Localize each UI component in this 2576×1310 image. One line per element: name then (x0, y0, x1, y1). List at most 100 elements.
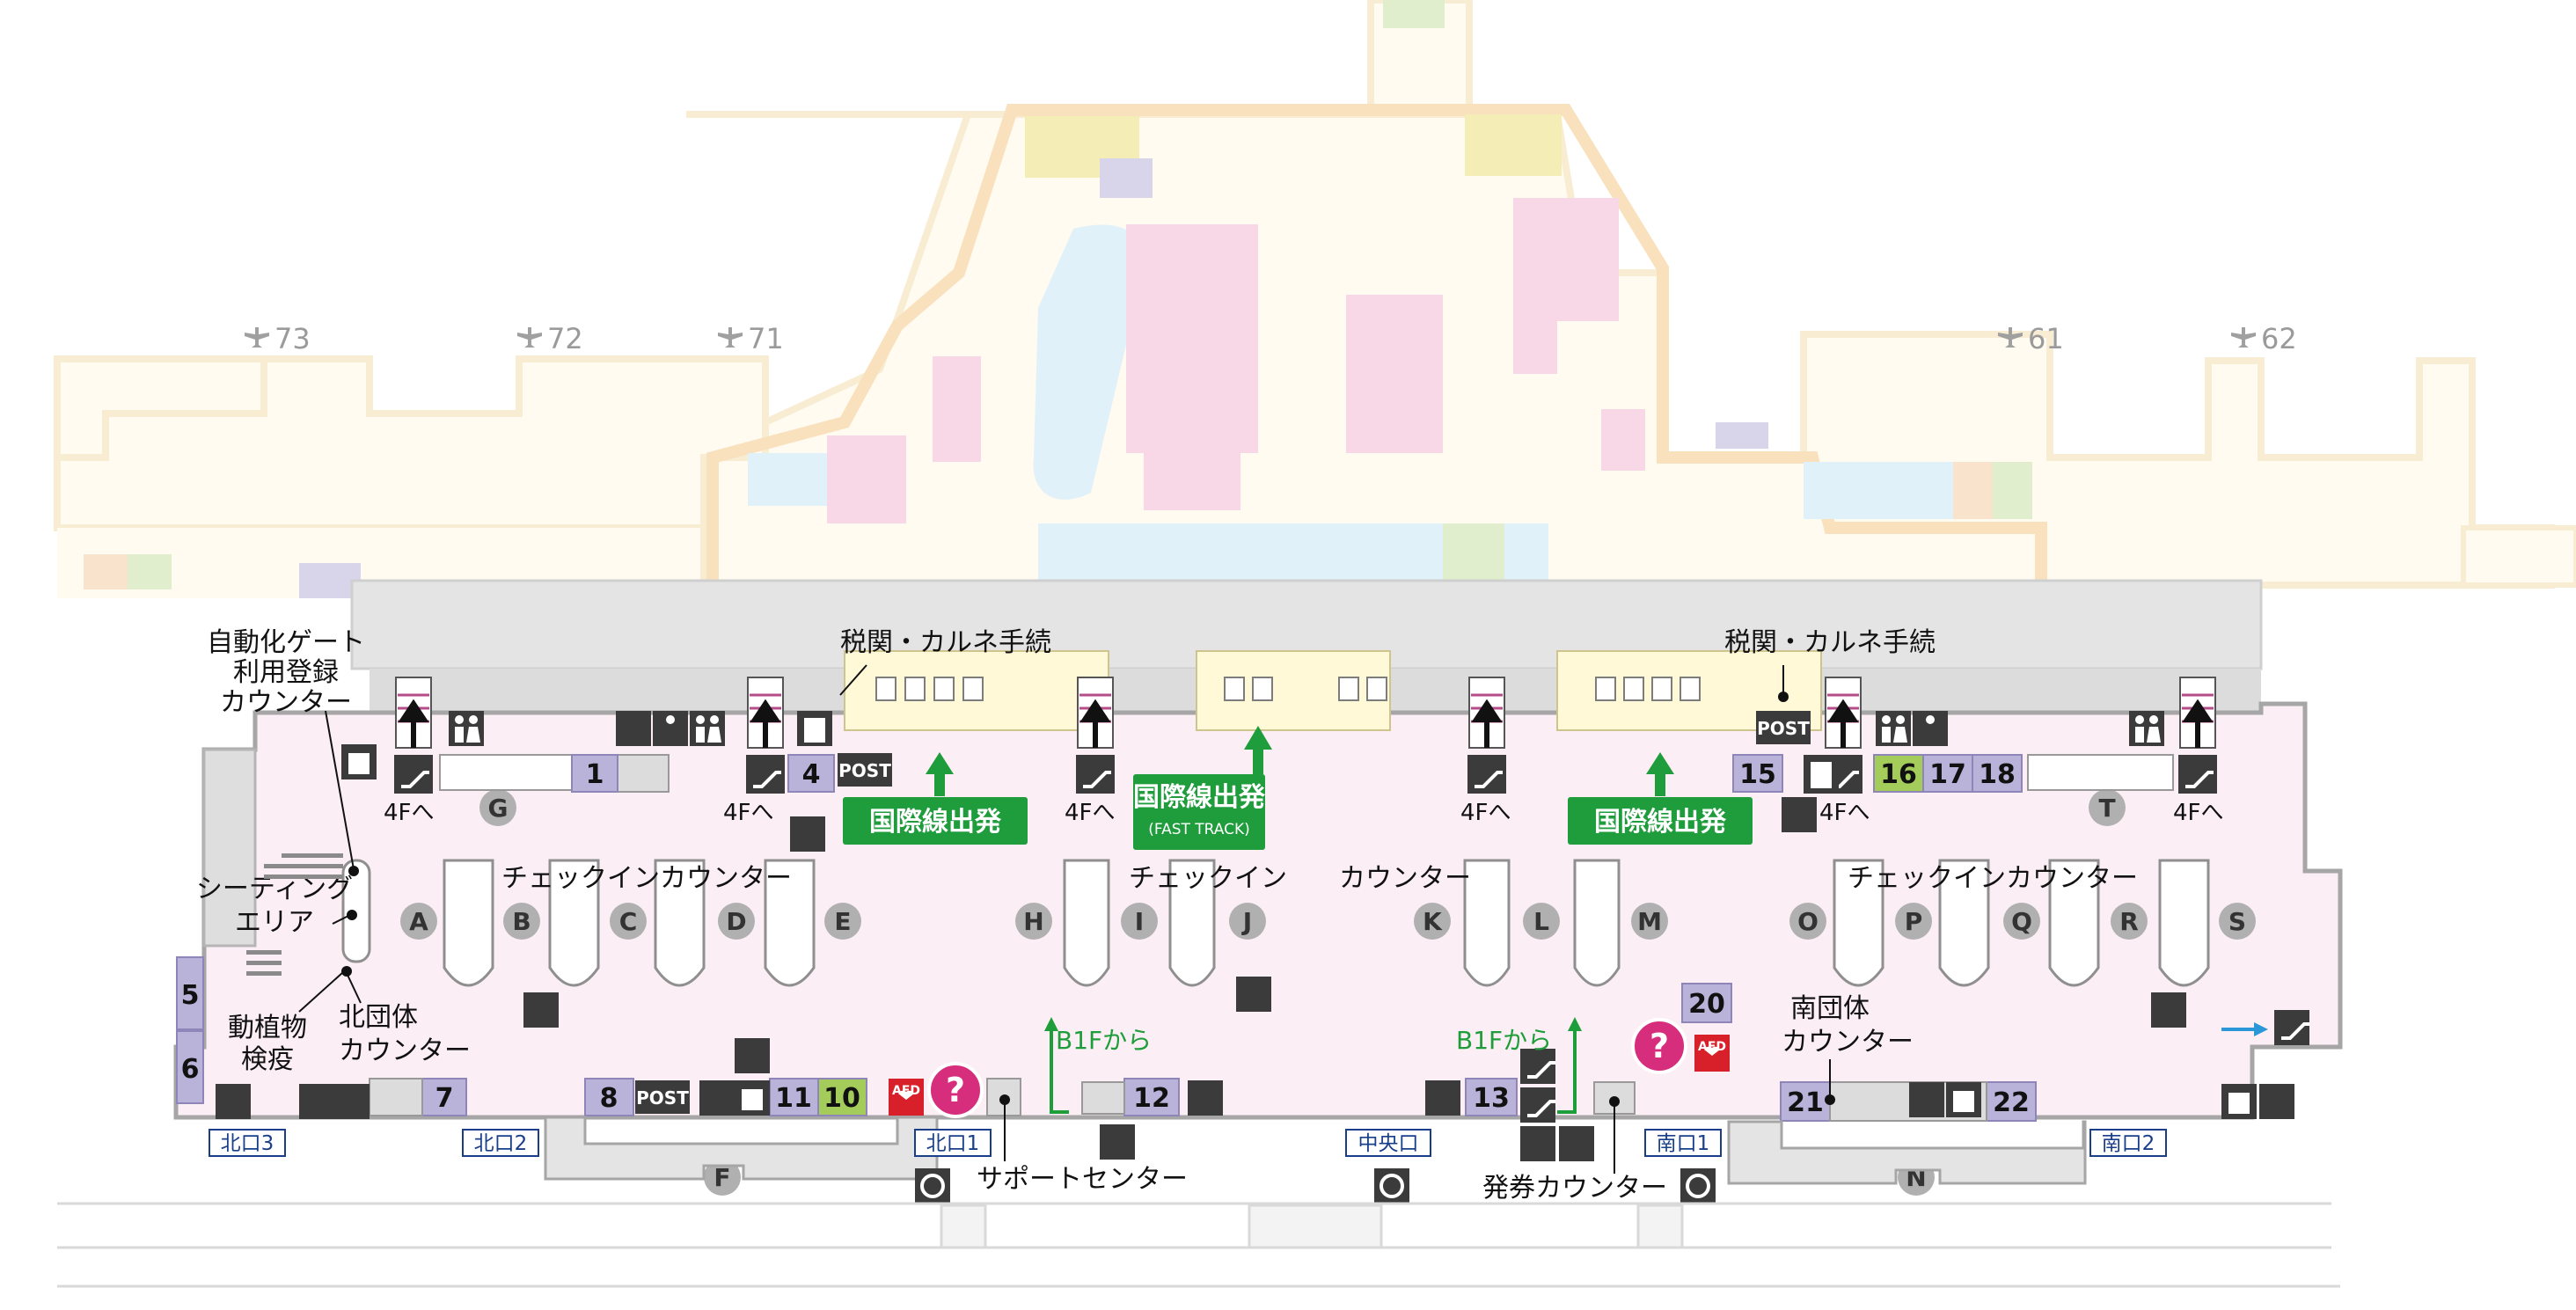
customs-label: 税関・カルネ手続 (1724, 627, 1936, 658)
counter-11[interactable]: 11 (775, 1083, 812, 1114)
roadway (57, 1202, 2340, 1288)
row-marker-d[interactable]: D (726, 907, 746, 936)
info-icon[interactable] (1631, 1018, 1687, 1074)
support-center-label: サポートセンター (977, 1164, 1188, 1195)
counter-18[interactable]: 18 (1979, 759, 2016, 790)
row-marker-o[interactable]: O (1797, 907, 1819, 936)
exit-central[interactable] (1345, 1129, 1431, 1157)
counter-13[interactable]: 13 (1473, 1083, 1510, 1114)
upper-level (54, 0, 2576, 675)
counter-15[interactable]: 15 (1739, 759, 1776, 790)
checkin-islands (341, 859, 2210, 987)
counter-10[interactable]: 10 (823, 1083, 860, 1114)
to-4f-label: 4Fへ (723, 800, 774, 826)
info-aed: ? ? AED AED (889, 1018, 1730, 1118)
intl-departure-sign[interactable] (843, 797, 1028, 845)
entrances: 北口3 北口2 北口1 中央口 南口1 南口2 (209, 1129, 2167, 1157)
row-marker-a[interactable]: A (409, 907, 428, 936)
currency-exchange-icon (790, 816, 825, 852)
counter-n-area (1727, 1120, 2087, 1185)
departure-exits: 国際線出発 国際線出発 (FAST TRACK) 国際線出発 (843, 726, 1753, 850)
intl-departure-label: 国際線出発 (1594, 807, 1727, 838)
atm-icon (1188, 1080, 1223, 1116)
counter-21[interactable]: 21 (1787, 1087, 1824, 1118)
post-label: POST (1757, 718, 1810, 739)
row-marker-i[interactable]: I (1135, 907, 1144, 936)
currency-exchange-icon (1782, 797, 1817, 832)
exit-north2[interactable] (462, 1129, 539, 1157)
escalator-icon (2274, 1010, 2309, 1045)
counter-16[interactable]: 16 (1880, 759, 1917, 790)
row-marker-e[interactable]: E (834, 907, 851, 936)
exit-south1[interactable] (1644, 1129, 1722, 1157)
atm-icon (699, 1080, 735, 1116)
counter-4[interactable]: 4 (802, 759, 821, 790)
from-b1f-label: B1Fから (1056, 1026, 1152, 1055)
row-marker-l[interactable]: L (1533, 907, 1549, 936)
numbered-counters: 1 4 5 6 7 8 11 10 12 13 15 16 17 18 20 2… (176, 754, 2174, 1122)
row-marker-g[interactable]: G (488, 794, 509, 823)
counter-22[interactable]: 22 (1993, 1087, 2030, 1118)
counter-5[interactable]: 5 (181, 980, 200, 1011)
intl-departure-sign[interactable] (1568, 797, 1753, 845)
row-marker-r[interactable]: R (2119, 907, 2139, 936)
baggage-icon (299, 1084, 334, 1119)
counter-17[interactable]: 17 (1929, 759, 1966, 790)
checkin-counter-label: チェックインカウンター (1848, 863, 2138, 894)
intl-departure-label: 国際線出発 (869, 807, 1002, 838)
counter-7[interactable]: 7 (435, 1083, 454, 1114)
to-4f-label: 4Fへ (1819, 800, 1870, 826)
row-marker-m[interactable]: M (1637, 907, 1662, 936)
aed-label: AED (892, 1084, 920, 1098)
exit-north3[interactable] (209, 1129, 286, 1157)
row-marker-f[interactable]: F (714, 1163, 730, 1192)
north-group-label: カウンター (339, 1036, 471, 1066)
exit-south2[interactable] (2089, 1129, 2167, 1157)
post-label: POST (838, 760, 891, 781)
row-marker-c[interactable]: C (619, 907, 638, 936)
baggage-wrap-icon (735, 1038, 770, 1073)
exit-label: 北口1 (926, 1132, 980, 1155)
fast-track-sign[interactable] (1133, 774, 1265, 850)
counter-20[interactable]: 20 (1688, 989, 1725, 1020)
to-4f-label: 4Fへ (1460, 800, 1511, 826)
gate-62: 62 (2261, 322, 2297, 355)
row-marker-p[interactable]: P (1905, 907, 1923, 936)
exit-label: 南口2 (2102, 1132, 2155, 1155)
atm-icon (2259, 1084, 2294, 1119)
post-label: POST (636, 1087, 689, 1109)
counter-row-markers: A B C D E H I J K L M O P Q R S G T F N (400, 789, 2256, 1196)
escalator-icon (1520, 1049, 1555, 1084)
exit-north1[interactable] (914, 1129, 992, 1157)
row-marker-h[interactable]: H (1023, 907, 1043, 936)
counter-12[interactable]: 12 (1133, 1083, 1170, 1114)
customs-areas (844, 650, 1822, 731)
exit-label: 中央口 (1358, 1132, 1419, 1155)
baby-care-icon (1559, 1126, 1594, 1161)
counter-8[interactable]: 8 (600, 1083, 618, 1114)
facility-icons (216, 711, 2309, 1204)
row-marker-s[interactable]: S (2228, 907, 2246, 936)
row-marker-q[interactable]: Q (2011, 907, 2032, 936)
counter-6[interactable]: 6 (181, 1054, 200, 1085)
auto-gate-label: 自動化ゲート (207, 627, 365, 658)
gate-73: 73 (274, 322, 311, 355)
row-marker-t[interactable]: T (2098, 794, 2115, 823)
post-icon (838, 753, 892, 787)
row-marker-k[interactable]: K (1423, 907, 1443, 936)
gate-labels: 73 72 71 61 62 (245, 322, 2297, 355)
from-b1f-label: B1Fから (1456, 1026, 1552, 1055)
counter-f-area (544, 1116, 939, 1181)
row-marker-j[interactable]: J (1241, 907, 1252, 936)
gate-61: 61 (2028, 322, 2064, 355)
auto-gate-label: カウンター (220, 687, 352, 718)
north-group-label: 北団体 (339, 1002, 418, 1033)
row-marker-b[interactable]: B (512, 907, 531, 936)
info-icon[interactable] (927, 1062, 984, 1118)
currency-exchange-icon (1236, 977, 1271, 1012)
gate-72: 72 (547, 322, 583, 355)
quarantine-label: 検疫 (241, 1044, 294, 1075)
counter-1[interactable]: 1 (586, 759, 604, 790)
